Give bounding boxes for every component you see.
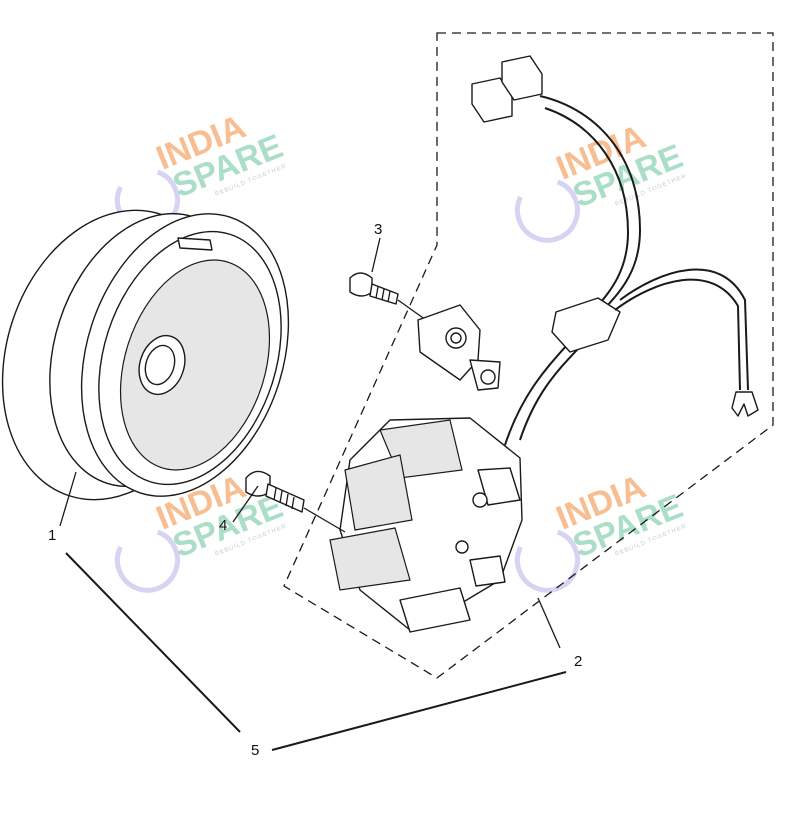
watermark-logo: INDIA SPARE REBUILD TOGETHER (514, 468, 688, 593)
callout-3: 3 (374, 221, 382, 238)
wiring-harness (471, 55, 759, 446)
leader-lines (59, 237, 567, 751)
callout-1: 1 (48, 527, 56, 544)
callout-5: 5 (251, 742, 259, 759)
callout-2: 2 (574, 653, 582, 670)
pickup-coil (417, 304, 501, 391)
stator-screw (245, 470, 346, 533)
pickup-screw (349, 272, 441, 331)
stator-assembly-boundary (283, 32, 774, 679)
callout-4: 4 (219, 517, 227, 534)
watermark-logo: INDIA SPARE REBUILD TOGETHER (514, 118, 688, 243)
flywheel (1, 209, 290, 501)
stator (329, 417, 523, 633)
